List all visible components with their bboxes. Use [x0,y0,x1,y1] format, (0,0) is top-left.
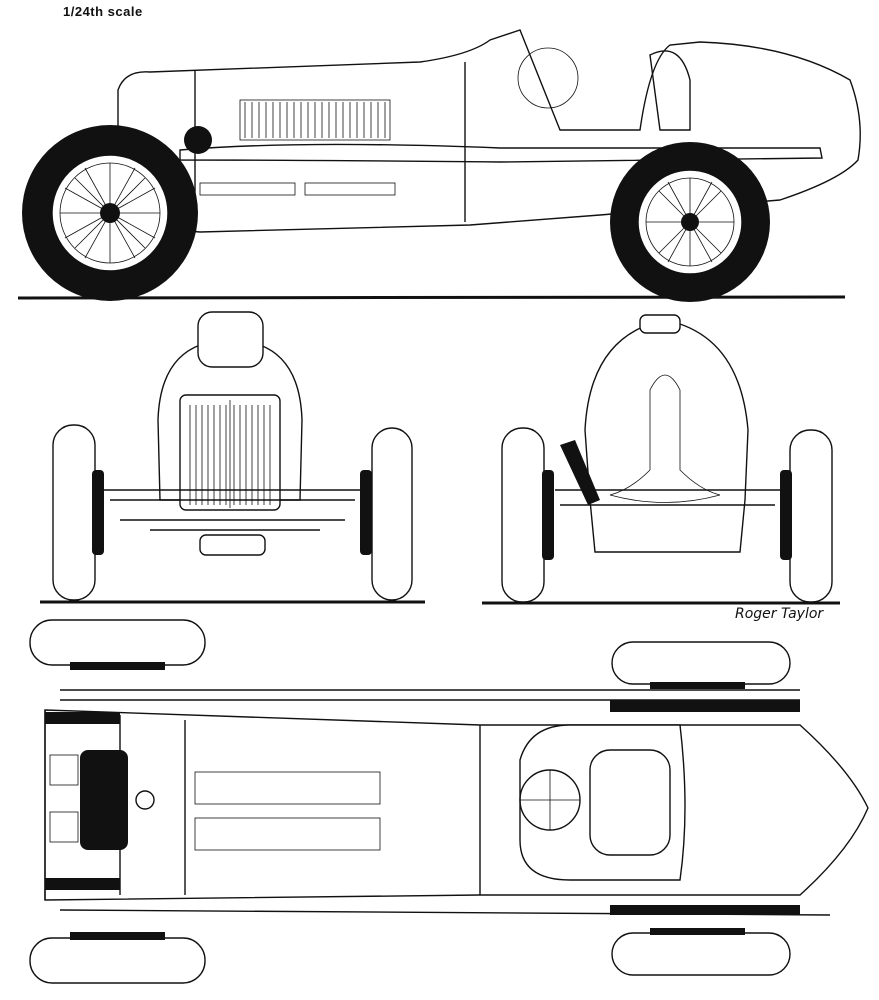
plan-rear-right-wheel [611,932,791,976]
front-right-wheel [371,427,413,601]
front-windscreen [197,311,264,368]
side-seat-back [649,50,691,131]
plan-filler-cap [135,790,155,810]
plan-seat [589,749,671,856]
rear-exhaust [560,440,600,505]
rear-right-wheel [789,429,833,603]
side-exhaust [179,143,823,163]
side-headlamp [184,126,212,154]
side-steering-wheel [517,47,579,109]
scale-label: 1/24th scale [63,4,143,19]
rear-left-wheel [501,427,545,603]
plan-front-right-wheel [29,937,206,984]
plan-louvres [49,754,381,851]
plan-view [29,619,869,984]
side-view [17,29,861,302]
front-view [40,311,425,604]
artist-signature: Roger Taylor [735,606,824,622]
plan-radiator [80,750,128,850]
side-ground-line [17,295,846,300]
plan-front-left-wheel [29,619,206,666]
side-front-wheel [22,125,198,301]
side-louvres [199,99,396,196]
plan-rear-left-wheel [611,641,791,685]
front-left-wheel [52,424,96,601]
front-axle [100,489,360,531]
plan-body [44,709,869,901]
side-rear-wheel [610,142,770,302]
rear-tail [584,319,749,553]
rear-view [482,314,840,605]
